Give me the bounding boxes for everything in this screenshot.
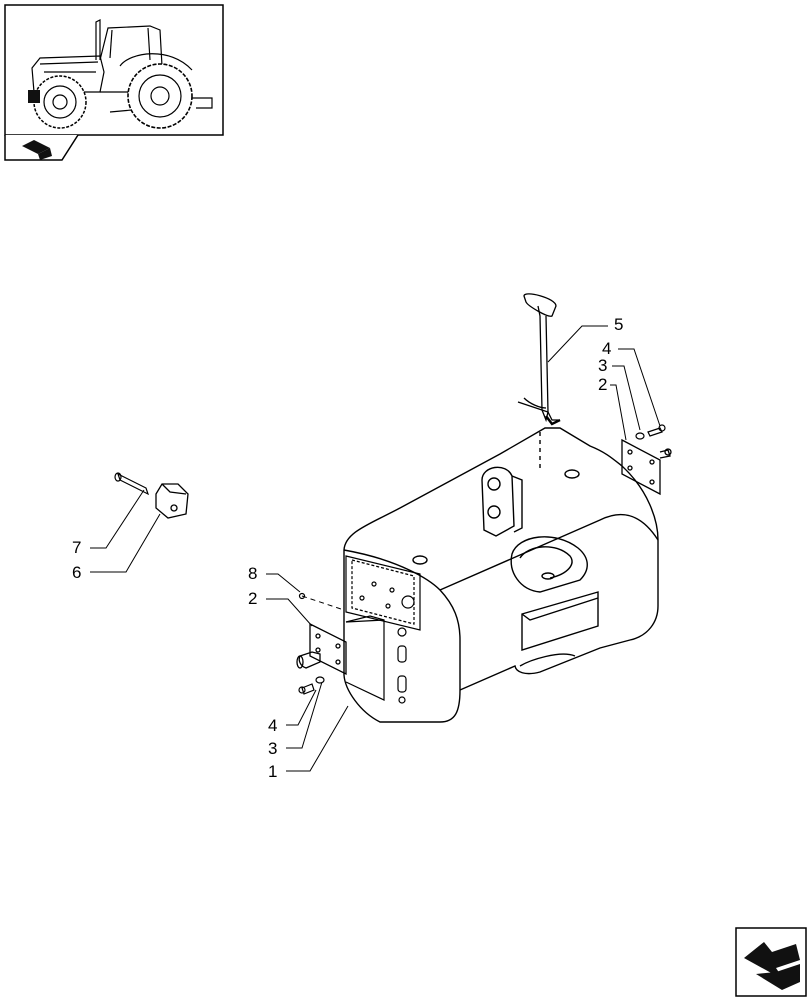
small-screw: [298, 592, 306, 600]
left-bolt: [298, 683, 315, 695]
ballast-front-slots: [345, 615, 407, 704]
bolt-item-7: [114, 472, 150, 496]
callout-8: 8: [248, 564, 257, 583]
right-washer: [635, 432, 645, 440]
front-ballast-highlight: [28, 90, 40, 103]
ballast-weight-body: [343, 427, 659, 723]
callout-3-left: 3: [268, 739, 277, 758]
callout-5: 5: [614, 315, 623, 334]
ballast-front-plate: [345, 555, 421, 637]
callout-2-left: 2: [248, 589, 257, 608]
leader-lines: [90, 325, 661, 772]
right-bolt: [647, 424, 666, 437]
callout-6: 6: [72, 563, 81, 582]
callout-3-right: 3: [598, 356, 607, 375]
callout-7: 7: [72, 538, 81, 557]
right-mounting-plate: [621, 438, 672, 496]
tractor-thumbnail[interactable]: [4, 4, 224, 161]
callout-4-right: 4: [602, 339, 611, 358]
callout-4-left: 4: [268, 716, 277, 735]
left-mounting-plate: [296, 622, 347, 676]
lock-pin: [517, 293, 561, 426]
callout-2-right: 2: [598, 375, 607, 394]
left-washer: [315, 676, 325, 684]
callout-1: 1: [268, 762, 277, 781]
bracket-item-6: [155, 483, 189, 519]
parts-catalog-tab-icon[interactable]: [22, 140, 52, 160]
next-page-arrow-icon[interactable]: [735, 927, 807, 997]
